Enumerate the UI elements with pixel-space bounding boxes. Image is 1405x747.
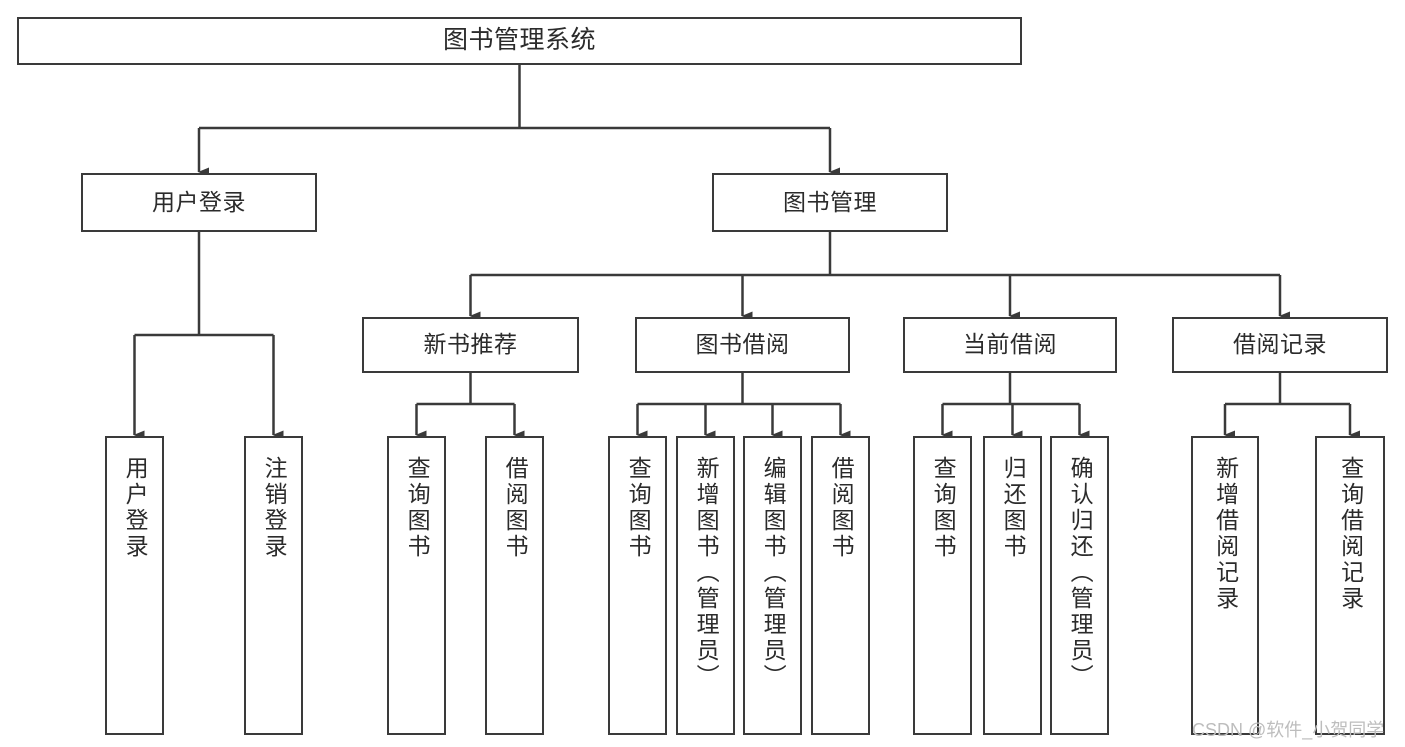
node-label: 用户登录	[122, 456, 149, 560]
node-label: 查询借阅记录	[1337, 456, 1364, 612]
node-label: 查询图书	[625, 456, 652, 560]
node-label: 图书管理系统	[442, 26, 596, 55]
node-label: 确认归还（管理员）	[1067, 456, 1094, 690]
node-label: 新增借阅记录	[1212, 456, 1239, 612]
node-label: 新书推荐	[423, 331, 518, 358]
node-label: 编辑图书（管理员）	[760, 456, 787, 690]
node-label: 借阅图书	[502, 456, 529, 560]
node-l4-nb-query[interactable]: 查询图书	[387, 436, 446, 735]
node-l2-user-login[interactable]: 用户登录	[81, 173, 317, 232]
node-l3-current[interactable]: 当前借阅	[903, 317, 1117, 373]
node-l4-user-login[interactable]: 用户登录	[105, 436, 164, 735]
node-label: 查询图书	[404, 456, 431, 560]
node-l4-cu-return[interactable]: 归还图书	[983, 436, 1042, 735]
node-l2-book-manage[interactable]: 图书管理	[712, 173, 948, 232]
csdn-watermark: CSDN @软件_小贺同学	[1192, 720, 1385, 740]
node-label: 新增图书（管理员）	[693, 456, 720, 690]
node-l4-user-logout[interactable]: 注销登录	[244, 436, 303, 735]
node-l3-record[interactable]: 借阅记录	[1172, 317, 1388, 373]
node-label: 借阅记录	[1233, 331, 1327, 358]
node-l4-bw-edit[interactable]: 编辑图书（管理员）	[743, 436, 802, 735]
node-l4-cu-confirm[interactable]: 确认归还（管理员）	[1050, 436, 1109, 735]
node-l4-cu-query[interactable]: 查询图书	[913, 436, 972, 735]
node-label: 归还图书	[1000, 456, 1027, 560]
node-label: 当前借阅	[963, 331, 1057, 358]
node-label: 借阅图书	[828, 456, 855, 560]
node-label: 注销登录	[261, 456, 288, 560]
node-l3-borrow[interactable]: 图书借阅	[635, 317, 850, 373]
node-l4-bw-add[interactable]: 新增图书（管理员）	[676, 436, 735, 735]
node-root[interactable]: 图书管理系统	[17, 17, 1022, 65]
node-label: 查询图书	[930, 456, 957, 560]
node-l4-nb-borrow[interactable]: 借阅图书	[485, 436, 544, 735]
node-label: 图书借阅	[695, 331, 790, 358]
node-l3-new-book[interactable]: 新书推荐	[362, 317, 579, 373]
node-l4-rc-query[interactable]: 查询借阅记录	[1315, 436, 1385, 735]
node-l4-bw-query[interactable]: 查询图书	[608, 436, 667, 735]
node-l4-rc-add[interactable]: 新增借阅记录	[1191, 436, 1259, 735]
node-label: 图书管理	[783, 188, 877, 215]
node-l4-bw-borrow[interactable]: 借阅图书	[811, 436, 870, 735]
node-label: 用户登录	[152, 188, 246, 215]
